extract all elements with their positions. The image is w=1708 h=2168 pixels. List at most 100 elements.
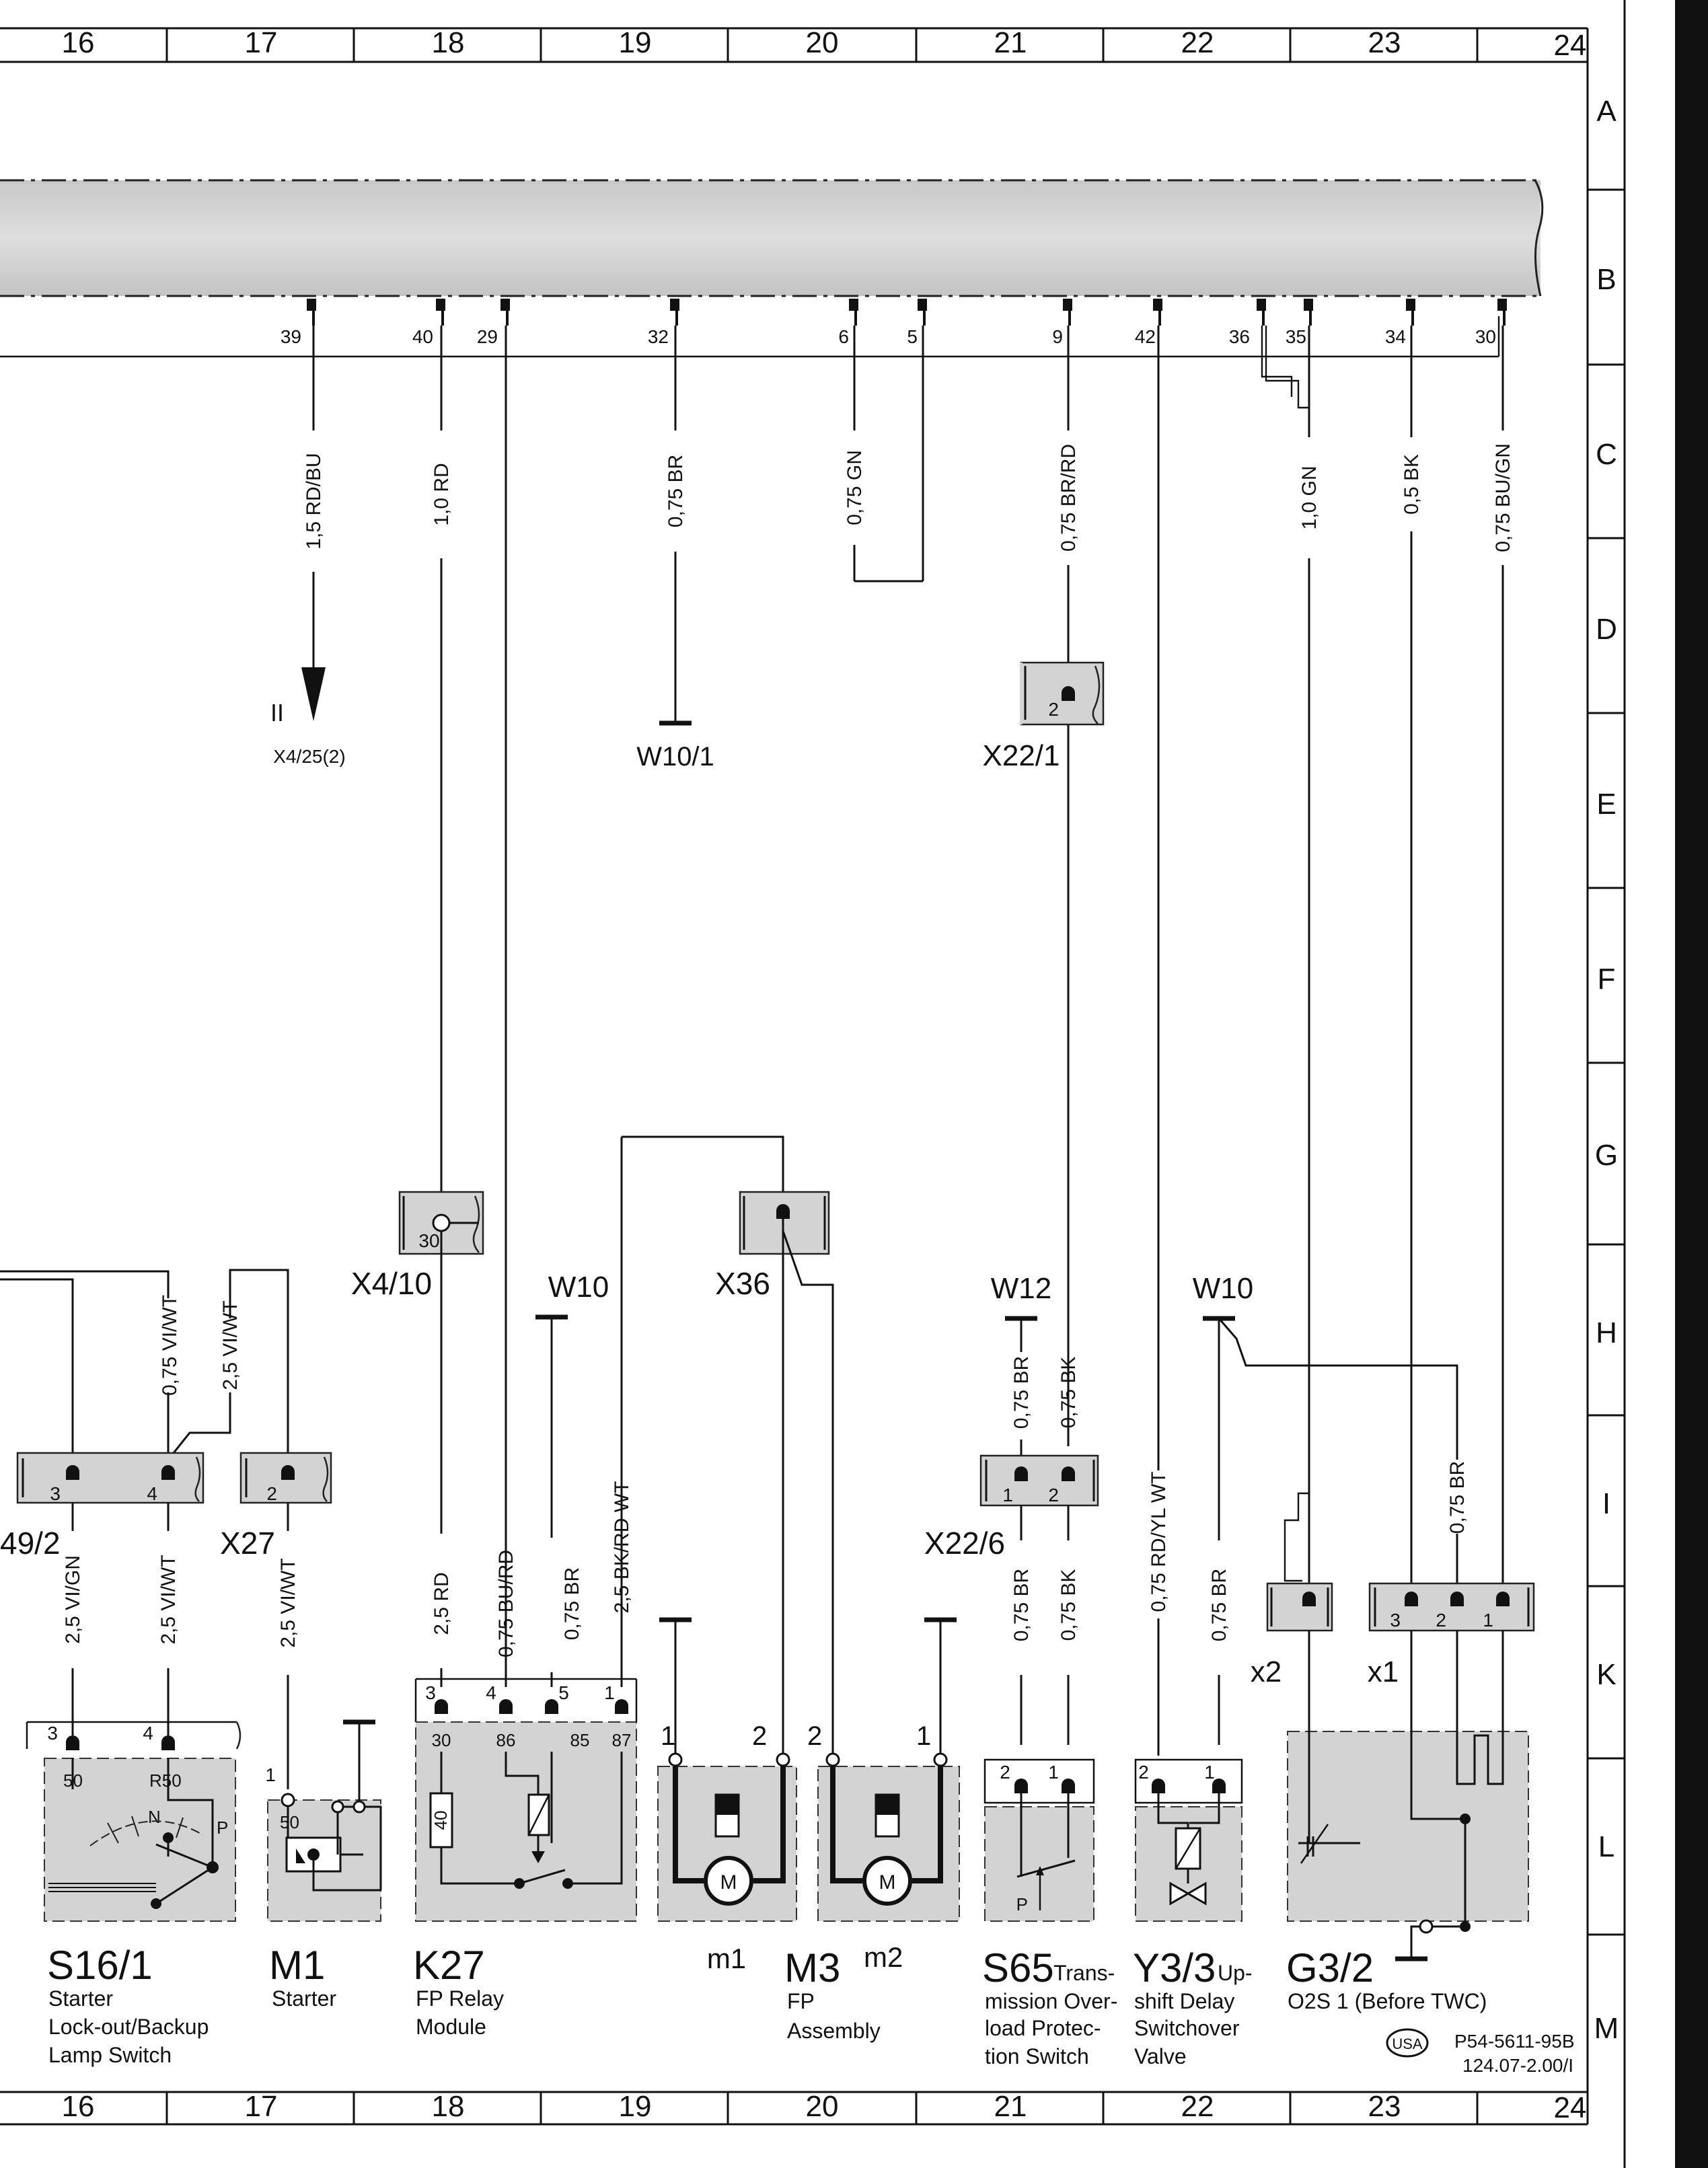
connector-x27: 2 X27	[220, 1452, 332, 1561]
svg-text:FP Relay: FP Relay	[416, 1986, 504, 2011]
pin-30: 30	[1475, 299, 1507, 347]
pin-42: 42	[1135, 299, 1162, 347]
component-g3-2: G3/2 O2S 1 (Before TWC)	[1286, 1631, 1529, 2013]
usa-badge: USA	[1392, 2035, 1423, 2052]
svg-text:1: 1	[1483, 1610, 1493, 1631]
k27-upper-wires: W10	[440, 1135, 784, 1687]
row-label: F	[1598, 963, 1616, 996]
svg-text:Up-: Up-	[1218, 1961, 1253, 1985]
svg-text:2: 2	[807, 1721, 822, 1751]
col-label: 19	[619, 2090, 652, 2123]
col-label: 20	[806, 2090, 839, 2123]
svg-text:30: 30	[432, 1730, 451, 1750]
wire-pin40: 1,0 RD	[431, 326, 453, 1204]
wire-label: 0,75 BU/RD	[495, 1550, 517, 1657]
wire-pin6-pin5-bridge: 0,75 GN	[844, 326, 924, 583]
svg-text:87: 87	[612, 1730, 632, 1750]
wire-label: 2,5 RD	[431, 1572, 453, 1635]
component-m3: 1 2 2 1 M M m1 M3 m2 FP Assembly	[657, 1721, 960, 2043]
arrow-down-icon	[301, 667, 326, 721]
row-label: L	[1598, 1830, 1614, 1863]
row-labels: A B C D E F G H I K L M	[1594, 95, 1619, 2045]
svg-text:O2S 1 (Before TWC): O2S 1 (Before TWC)	[1288, 1989, 1487, 2013]
col-label: 20	[806, 26, 839, 59]
svg-text:4: 4	[143, 1723, 153, 1744]
wire-label: 0,75 VI/WT	[159, 1295, 181, 1396]
arrow-target-ref: X4/25(2)	[273, 746, 345, 767]
wire-label: 1,0 RD	[431, 463, 453, 525]
harness-pin-row: 39 40 29 32 6 5 9 42 36 35 34 30	[281, 299, 1507, 347]
svg-text:2: 2	[752, 1721, 767, 1751]
svg-text:M: M	[879, 1871, 896, 1894]
svg-text:load Protec-: load Protec-	[985, 2016, 1101, 2040]
valve-icon	[1169, 1881, 1207, 1906]
svg-text:Trans-: Trans-	[1053, 1961, 1115, 1985]
wire-label: 1,0 GN	[1298, 465, 1321, 529]
svg-text:2: 2	[266, 1483, 277, 1504]
col-label: 19	[619, 26, 652, 59]
svg-text:40: 40	[431, 1811, 451, 1830]
row-label: G	[1595, 1139, 1618, 1172]
svg-text:Switchover: Switchover	[1134, 2016, 1240, 2040]
wire-label: 0,75 BR	[1446, 1461, 1469, 1534]
pin-29: 29	[477, 299, 510, 347]
svg-text:6: 6	[838, 326, 849, 347]
row-label: B	[1596, 263, 1616, 296]
svg-text:mission Over-: mission Over-	[985, 1989, 1117, 2013]
svg-text:3: 3	[50, 1483, 61, 1504]
m3-code: M3	[784, 1945, 840, 1990]
k27-wire-labels: 2,5 RD 0,75 BU/RD 0,75 BR 2,5 BK/RD WT	[431, 1481, 633, 1657]
wire-label: 2,5 VI/WT	[157, 1555, 180, 1644]
m3-m1-label: m1	[707, 1943, 746, 1974]
svg-text:3: 3	[47, 1723, 58, 1744]
motor-icon	[862, 1856, 912, 1906]
pin-34: 34	[1385, 299, 1415, 347]
component-s16-1: 3 4 50 R50 N P S16/1 Starter Lock-out/Ba…	[26, 1721, 242, 2067]
col-label: 18	[432, 2090, 465, 2123]
svg-text:4: 4	[147, 1483, 157, 1504]
wire-label: 0,5 BK	[1401, 454, 1423, 515]
usa-badge-icon	[1386, 2028, 1429, 2058]
svg-text:1: 1	[1048, 1762, 1059, 1783]
ground-w10-1-label: W10/1	[636, 742, 714, 772]
x1-label: x1	[1368, 1655, 1399, 1688]
svg-text:Starter: Starter	[272, 1986, 336, 2011]
row-label: E	[1596, 788, 1616, 821]
arrow-roman-label: II	[270, 699, 284, 726]
s65-wires: 0,75 BR 0,75 BK	[1010, 1505, 1080, 1745]
svg-text:Lock-out/Backup: Lock-out/Backup	[48, 2015, 209, 2039]
w10-ground-b-label: W10	[1193, 1272, 1253, 1305]
control-module-harness	[0, 179, 1544, 358]
column-dividers-bottom	[165, 2092, 1479, 2124]
component-y3-3: 2 1 Y3/3 Up- shift Delay Switchover Valv…	[1133, 1758, 1253, 2068]
svg-text:Assembly: Assembly	[787, 2019, 881, 2043]
svg-text:Module: Module	[416, 2015, 486, 2039]
svg-text:R50: R50	[149, 1770, 182, 1791]
svg-text:3: 3	[425, 1682, 436, 1703]
connector-x1: 3 2 1 x1	[1368, 1582, 1535, 1688]
pin-6: 6	[838, 299, 858, 347]
w12-label: W12	[991, 1272, 1051, 1305]
svg-text:42: 42	[1135, 326, 1156, 347]
svg-text:34: 34	[1385, 326, 1406, 347]
row-label: C	[1596, 438, 1617, 471]
s16-1-code: S16/1	[47, 1943, 153, 1988]
component-k27: 3 4 5 1 30 86 85 87 40 K27 FP Relay Modu…	[413, 1678, 638, 2039]
col-label: 22	[1181, 26, 1214, 59]
row-label: A	[1596, 95, 1617, 128]
row-label: M	[1594, 2012, 1619, 2045]
svg-text:Lamp Switch: Lamp Switch	[48, 2043, 172, 2067]
wire-pin30: 0,75 BU/GN	[1492, 326, 1514, 1594]
svg-text:1: 1	[1002, 1485, 1013, 1505]
svg-text:29: 29	[477, 326, 498, 347]
row-dividers	[1588, 188, 1625, 1936]
x22-1-label: X22/1	[983, 739, 1060, 772]
svg-text:2: 2	[1000, 1762, 1010, 1783]
pin-9: 9	[1052, 299, 1072, 347]
w10-ground-label: W10	[548, 1271, 609, 1304]
svg-text:9: 9	[1052, 326, 1063, 347]
g3-2-code: G3/2	[1286, 1945, 1374, 1990]
svg-text:Valve: Valve	[1134, 2044, 1187, 2068]
pin-36: 36	[1229, 299, 1266, 347]
svg-text:5: 5	[558, 1682, 569, 1703]
